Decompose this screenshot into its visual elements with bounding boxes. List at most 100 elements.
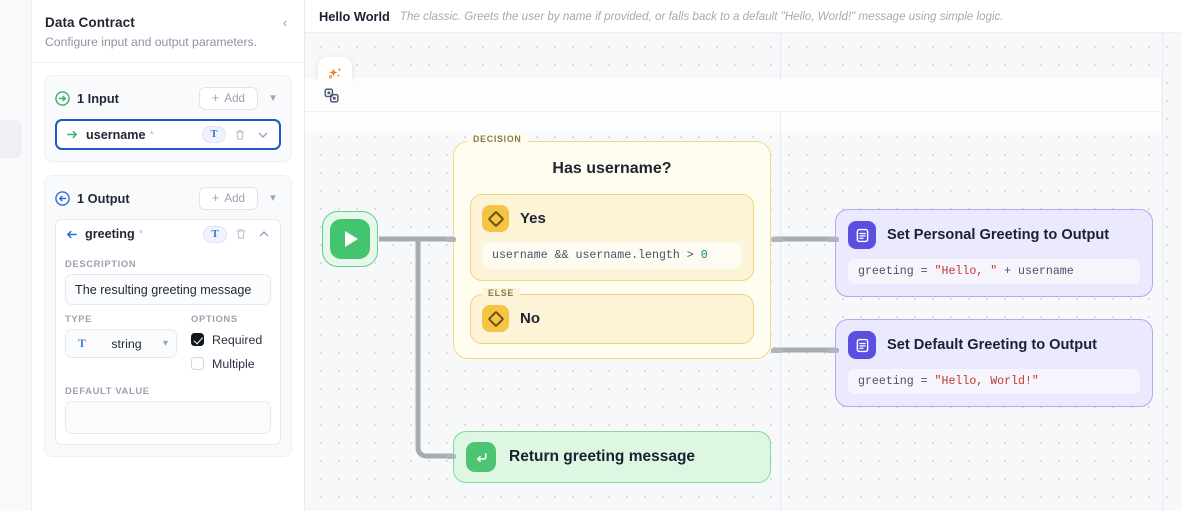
- type-select[interactable]: T string ▾: [65, 329, 177, 358]
- option-required[interactable]: Required: [191, 329, 271, 350]
- action-card: Set Default Greeting to Output greeting …: [835, 319, 1153, 407]
- input-group-header: 1 Input + Add ▾: [55, 86, 281, 110]
- decision-branch-yes[interactable]: Yes username && username.length > 0: [470, 194, 754, 281]
- data-contract-panel: Data Contract Configure input and output…: [32, 0, 305, 511]
- arrow-right-icon: [66, 128, 79, 141]
- sparkles-icon: [328, 67, 341, 78]
- delete-param-trash-icon[interactable]: [231, 126, 249, 144]
- edge-stub-default-left: [827, 348, 839, 353]
- branch-label: Yes: [520, 210, 546, 227]
- arrow-left-icon: [65, 228, 78, 241]
- node-start[interactable]: [322, 211, 378, 267]
- required-label: Required: [212, 332, 263, 347]
- document-icon: [848, 221, 876, 249]
- edge-stub-no-right: [771, 348, 783, 353]
- canvas-subtoolbar: [305, 81, 1161, 112]
- output-group-title: 1 Output: [77, 190, 130, 206]
- document-icon: [848, 331, 876, 359]
- panel-subtitle: Configure input and output parameters.: [45, 35, 258, 49]
- param-name: username: [86, 127, 146, 142]
- type-badge-text[interactable]: T: [203, 225, 227, 243]
- node-return[interactable]: Return greeting message: [453, 431, 771, 483]
- arrow-right-circle-icon: [55, 90, 70, 106]
- diamond-icon: [482, 305, 509, 332]
- arrow-left-circle-icon: [55, 190, 70, 206]
- canvas-grid-background[interactable]: DECISION Has username? Yes username && u…: [305, 33, 1182, 511]
- flow-description: The classic. Greets the user by name if …: [399, 9, 1004, 23]
- action-code[interactable]: greeting = "Hello, World!": [848, 369, 1140, 394]
- input-group-collapse-chevron-down-icon[interactable]: ▾: [270, 91, 276, 104]
- required-checkbox[interactable]: [191, 333, 204, 346]
- type-and-options-row: TYPE T string ▾ OPTIONS: [65, 305, 271, 377]
- play-icon: [345, 231, 358, 247]
- rail-collapsed-panel-handle[interactable]: [0, 120, 22, 158]
- nodes-group-icon[interactable]: [323, 87, 341, 105]
- description-label: DESCRIPTION: [65, 258, 137, 269]
- required-asterisk: *: [138, 228, 143, 240]
- type-select-value: string: [111, 336, 142, 351]
- param-detail-panel: DESCRIPTION TYPE T string ▾: [56, 248, 280, 444]
- type-badge-text[interactable]: T: [202, 126, 226, 143]
- panel-body: 1 Input + Add ▾ username: [32, 63, 304, 457]
- diamond-icon: [482, 205, 509, 232]
- decision-branch-else[interactable]: ELSE No: [470, 288, 754, 344]
- code-string-literal: "Hello, ": [934, 265, 998, 278]
- action-card: Set Personal Greeting to Output greeting…: [835, 209, 1153, 297]
- action-header: Set Personal Greeting to Output: [848, 221, 1140, 249]
- action-code[interactable]: greeting = "Hello, " + username: [848, 259, 1140, 284]
- start-node-ring: [322, 211, 378, 267]
- branch-condition-code[interactable]: username && username.length > 0: [482, 242, 742, 269]
- input-group-title: 1 Input: [77, 90, 119, 106]
- add-input-button[interactable]: + Add: [199, 86, 258, 110]
- node-action-default-greeting[interactable]: Set Default Greeting to Output greeting …: [835, 319, 1153, 407]
- collapse-param-chevron-up-icon[interactable]: [255, 225, 273, 243]
- branch-header: Yes: [482, 205, 742, 232]
- chevron-left-icon[interactable]: ‹: [282, 15, 288, 30]
- param-name: greeting: [85, 227, 135, 241]
- canvas-lane-divider-right: [1162, 33, 1163, 511]
- return-card: Return greeting message: [453, 431, 771, 483]
- input-param-row-username[interactable]: username * T: [55, 119, 281, 150]
- return-title: Return greeting message: [509, 448, 696, 465]
- condition-expression: username && username.length >: [492, 249, 701, 262]
- flow-canvas[interactable]: Hello World The classic. Greets the user…: [305, 0, 1182, 511]
- edge-stub-decision-left: [446, 237, 456, 242]
- add-input-label: Add: [224, 91, 245, 105]
- output-group: 1 Output + Add ▾ greeting: [44, 175, 292, 457]
- decision-card: DECISION Has username? Yes username && u…: [453, 134, 771, 359]
- plus-icon: +: [212, 90, 220, 105]
- type-label: TYPE: [65, 313, 93, 324]
- multiple-checkbox[interactable]: [191, 357, 204, 370]
- panel-header: Data Contract Configure input and output…: [32, 0, 304, 63]
- param-row-content: greeting * T: [56, 220, 280, 248]
- decision-tag-badge: DECISION: [467, 134, 528, 144]
- option-multiple[interactable]: Multiple: [191, 353, 271, 374]
- condition-number: 0: [700, 249, 708, 262]
- code-suffix: + username: [997, 265, 1074, 278]
- action-header: Set Default Greeting to Output: [848, 331, 1140, 359]
- edge-stub-yes-right: [771, 237, 783, 242]
- branch-label: No: [520, 310, 540, 327]
- options-label: OPTIONS: [191, 313, 238, 324]
- type-column: TYPE T string ▾: [65, 305, 177, 377]
- return-arrow-icon: [466, 442, 496, 472]
- plus-icon: +: [212, 190, 220, 205]
- output-group-collapse-chevron-down-icon[interactable]: ▾: [270, 191, 276, 204]
- output-param-row-greeting[interactable]: greeting * T: [55, 219, 281, 445]
- default-value-input[interactable]: [65, 401, 271, 434]
- left-rail: [0, 0, 32, 511]
- page-title: Data Contract: [45, 15, 135, 30]
- expand-param-chevron-down-icon[interactable]: [254, 126, 272, 144]
- decision-title: Has username?: [552, 160, 672, 177]
- node-action-personal-greeting[interactable]: Set Personal Greeting to Output greeting…: [835, 209, 1153, 297]
- output-group-header: 1 Output + Add ▾: [55, 186, 281, 210]
- type-glyph-text-icon: T: [77, 336, 86, 350]
- start-node-body: [330, 219, 370, 259]
- node-decision[interactable]: DECISION Has username? Yes username && u…: [453, 134, 771, 359]
- canvas-lane-divider-center: [780, 33, 781, 511]
- description-input[interactable]: [65, 274, 271, 305]
- delete-param-trash-icon[interactable]: [232, 225, 250, 243]
- add-output-button[interactable]: + Add: [199, 186, 258, 210]
- edge-stub-return-left: [446, 454, 456, 459]
